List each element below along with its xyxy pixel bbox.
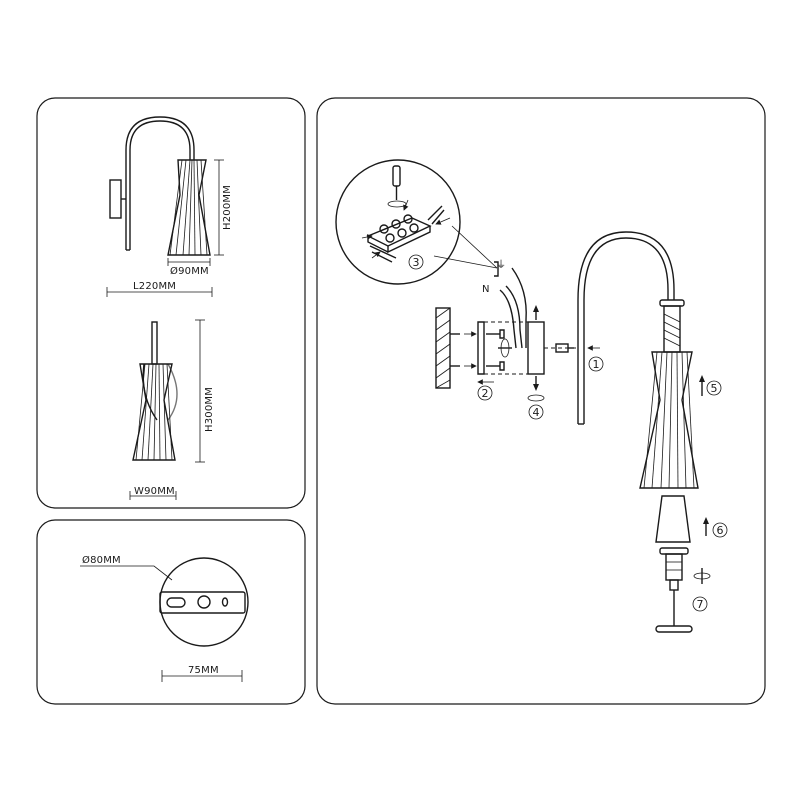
step-2-label: 2 bbox=[482, 387, 489, 400]
lamp-shade-main bbox=[639, 351, 699, 489]
step-5-label: 5 bbox=[711, 382, 718, 395]
dim-height-front: H300MM bbox=[204, 387, 215, 432]
lamp-shade-side bbox=[167, 159, 211, 256]
step-6-circle bbox=[712, 522, 728, 538]
dim-shade-diameter: Ø90MM bbox=[170, 265, 209, 277]
step-1-circle bbox=[588, 356, 604, 372]
panel-installation bbox=[316, 97, 766, 705]
step-5-circle bbox=[706, 380, 722, 396]
dim-height-side: H200MM bbox=[222, 185, 233, 230]
wall-section bbox=[435, 307, 460, 389]
slot-hole bbox=[166, 597, 186, 608]
step-3-circle bbox=[408, 254, 424, 270]
lamp-side-view: H200MM Ø90MM L220MM bbox=[106, 116, 233, 297]
panel-dimensions bbox=[36, 97, 306, 509]
dim-length: L220MM bbox=[133, 281, 176, 292]
wall-plate bbox=[109, 179, 122, 219]
step-7-label: 7 bbox=[697, 598, 704, 611]
wall-plate-assembly: N ⏚ 4 bbox=[482, 259, 578, 420]
step-4-circle bbox=[528, 404, 544, 420]
center-hole bbox=[197, 595, 211, 609]
bulb-base bbox=[655, 625, 693, 633]
step-1-label: 1 bbox=[593, 358, 600, 371]
step-7-circle bbox=[692, 596, 708, 612]
inner-cone bbox=[655, 495, 691, 543]
dim-plate-width: 75MM bbox=[188, 665, 219, 676]
mounting-bracket: 2 bbox=[464, 321, 540, 401]
panel-mounting-plate bbox=[36, 519, 306, 705]
lamp-assembly: 1 5 6 bbox=[577, 231, 728, 633]
mounting-bar bbox=[159, 591, 246, 614]
step-2-circle bbox=[477, 385, 493, 401]
mounting-plate-circle bbox=[159, 557, 249, 647]
step-4-label: 4 bbox=[533, 406, 540, 419]
lamp-front-view: H300MM W90MM bbox=[129, 319, 215, 500]
step-6-label: 6 bbox=[717, 524, 724, 537]
wire-neutral-label: N bbox=[482, 284, 490, 295]
screw-hole bbox=[221, 597, 229, 607]
terminal-detail-magnifier: 3 bbox=[335, 159, 498, 285]
terminal-block bbox=[366, 214, 432, 254]
dim-plate-diameter: Ø80MM bbox=[82, 554, 121, 566]
dim-width: W90MM bbox=[134, 486, 175, 497]
mounting-plate-view: Ø80MM 75MM bbox=[80, 554, 249, 682]
step-3-label: 3 bbox=[413, 256, 420, 269]
wall-plate-side bbox=[527, 321, 545, 375]
earth-symbol: ⏚ bbox=[496, 259, 506, 271]
